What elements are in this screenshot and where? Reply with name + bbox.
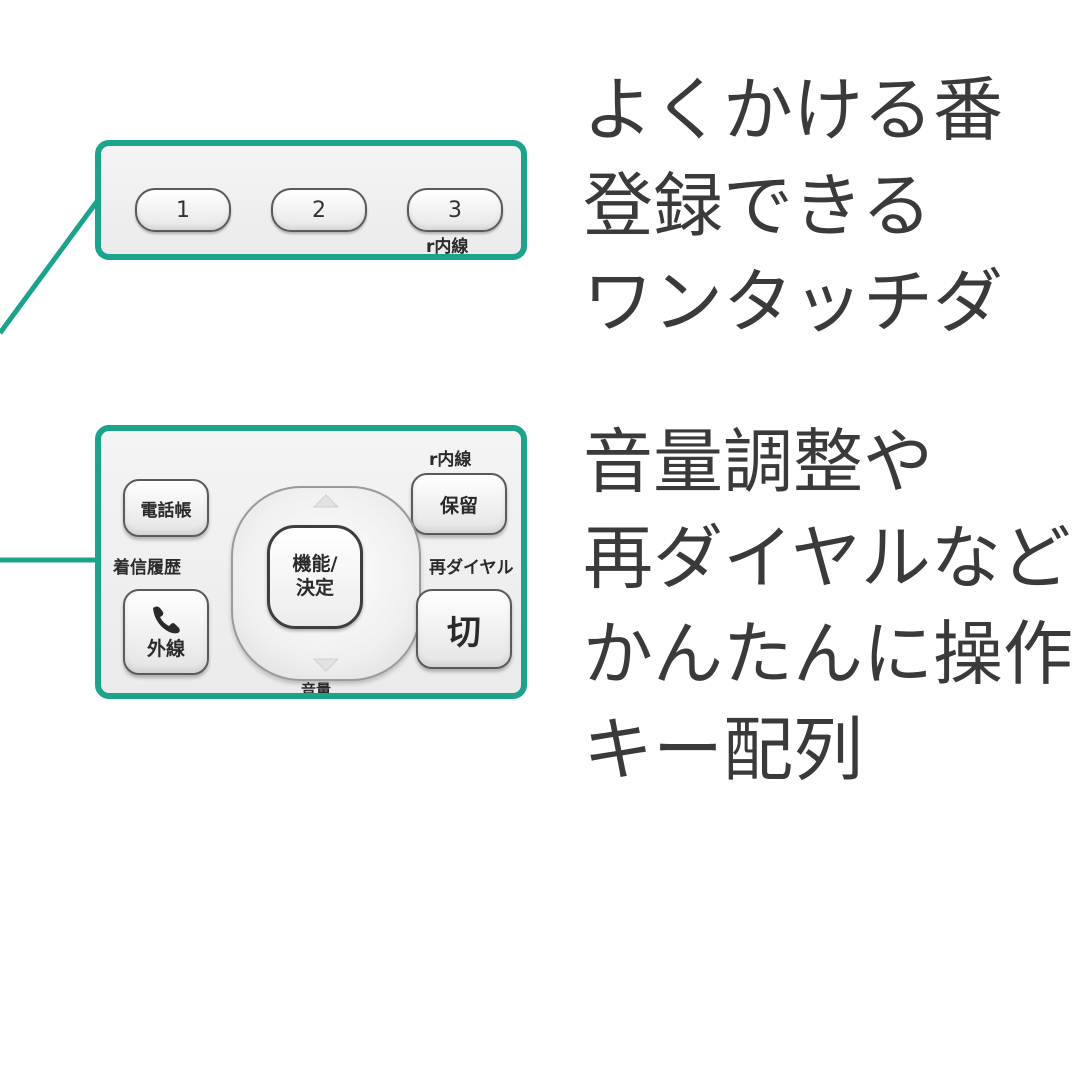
hold-button[interactable]: 保留 [411, 473, 507, 535]
end-label: 切 [447, 612, 481, 653]
hold-label: 保留 [439, 494, 478, 517]
caption-line: かんたんに操作 [583, 613, 1073, 695]
key-layout-caption: 音量調整や 再ダイヤルなど かんたんに操作 キー配列 [583, 414, 1073, 798]
function-key-panel: r内線 電話帳 保留 着信履歴 再ダイヤル 機能/ 決定 外線 切 音量 [95, 425, 527, 699]
one-touch-caption: よくかける番 登録できる ワンタッチダ [583, 62, 1003, 350]
caption-line: ワンタッチダ [583, 261, 1003, 343]
caption-line: 登録できる [583, 165, 932, 247]
nav-up-arrow-icon[interactable] [312, 493, 340, 509]
incoming-history-label: 着信履歴 [113, 558, 181, 578]
confirm-label: 決定 [295, 577, 334, 599]
nav-down-arrow-icon[interactable] [312, 657, 340, 673]
function-label: 機能/ [292, 553, 338, 576]
caption-line: 再ダイヤルなど [583, 517, 1071, 599]
intercom-label: r内線 [429, 450, 472, 470]
phonebook-label: 電話帳 [140, 500, 192, 521]
handset-icon [153, 606, 180, 633]
volume-label: 音量 [301, 681, 332, 699]
outside-line-button[interactable]: 外線 [123, 589, 209, 675]
one-touch-key-2[interactable]: 2 [271, 188, 367, 232]
redial-label: 再ダイヤル [429, 558, 514, 578]
one-touch-key-panel: 1 2 3 r内線 [95, 140, 527, 260]
caption-line: 音量調整や [583, 421, 933, 503]
caption-line: キー配列 [583, 709, 863, 791]
one-touch-key-3[interactable]: 3 [407, 188, 503, 232]
intercom-label: r内線 [426, 237, 469, 257]
function-confirm-button[interactable]: 機能/ 決定 [267, 525, 363, 629]
caption-line: よくかける番 [583, 69, 1003, 151]
one-touch-key-1[interactable]: 1 [135, 188, 231, 232]
callout-line-top [0, 198, 101, 335]
phonebook-button[interactable]: 電話帳 [123, 479, 209, 537]
outside-line-label: 外線 [146, 637, 185, 660]
end-call-button[interactable]: 切 [416, 589, 512, 669]
